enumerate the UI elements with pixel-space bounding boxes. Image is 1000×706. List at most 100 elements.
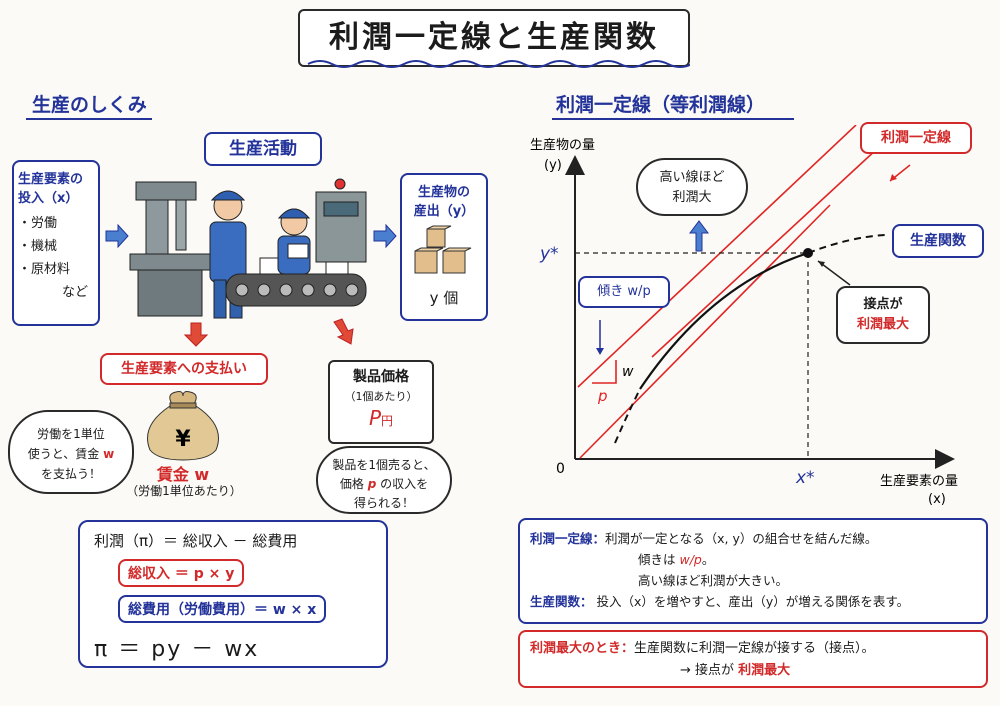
right-heading-underline xyxy=(552,118,794,120)
isoprofit-line-2 xyxy=(577,125,857,388)
production-curve-dashed xyxy=(614,388,641,444)
y-axis-label: 生産物の量 xyxy=(530,137,595,153)
isoprofit-label-text: 利潤一定線 xyxy=(881,130,951,146)
bubble-right: 製品を1個売ると、 価格 p の収入を 得られる！ xyxy=(316,446,452,514)
conclusion-term: 利潤最大のとき： xyxy=(530,641,635,656)
up-arrow-icon xyxy=(689,220,709,252)
bubble-right-line2-b: の収入を xyxy=(380,477,429,491)
conclusion-row2: → 接点が 利潤最大 xyxy=(530,660,976,682)
tangent-note-line1: 接点が xyxy=(863,297,903,312)
bubble-left-line2: 使うと、賃金 w xyxy=(18,444,124,464)
conclusion-result: 利潤最大 xyxy=(738,663,791,678)
def-isoprofit-row2: 傾きは w/p。 xyxy=(530,549,976,570)
formula-revenue: 総収入 ＝ p × y xyxy=(128,566,235,582)
boxes-icon xyxy=(414,225,472,274)
title-wave-underline xyxy=(307,60,690,68)
formula-revenue-box: 総収入 ＝ p × y xyxy=(118,559,245,587)
y-star-label: y* xyxy=(539,244,559,264)
tangent-pointer-head xyxy=(818,261,825,267)
conclusion-box: 利潤最大のとき：生産関数に利潤一定線が接する（接点）。 → 接点が 利潤最大 xyxy=(518,630,988,688)
inputs-title-1: 生産要素の xyxy=(18,172,84,187)
title-box: 利潤一定線と生産関数 xyxy=(298,9,690,67)
price-box: 製品価格 （1個あたり） P円 xyxy=(328,360,434,444)
bubble-left-line3: を支払う！ xyxy=(40,467,101,481)
production-label-text: 生産関数 xyxy=(910,233,966,249)
left-heading-underline xyxy=(26,118,152,120)
price-note: （1個あたり） xyxy=(344,390,418,403)
isoprofit-line-3 xyxy=(651,134,893,358)
bubble-left-line1: 労働を1単位 xyxy=(37,427,105,441)
higher-line-cloud: 高い線ほど 利潤大 xyxy=(636,158,748,216)
bubble-right-line2-a: 価格 xyxy=(339,477,364,491)
production-label: 生産関数 xyxy=(892,224,984,258)
conclusion-row1: 利潤最大のとき：生産関数に利潤一定線が接する（接点）。 xyxy=(530,638,976,660)
bubble-right-line2: 価格 p の収入を xyxy=(324,475,444,494)
def-isoprofit-desc2-val: w/p xyxy=(679,552,702,567)
money-bag-icon: ¥ xyxy=(147,391,219,461)
pointer-arrow-head xyxy=(890,174,897,181)
yen-symbol: ¥ xyxy=(175,427,191,452)
bubble-right-line3: 得られる！ xyxy=(353,496,414,510)
slope-triangle xyxy=(592,360,617,384)
input-item-material: ・原材料 xyxy=(18,262,71,277)
isoprofit-label: 利潤一定線 xyxy=(860,122,972,154)
arrow-down-icon xyxy=(184,322,208,347)
slope-label: 傾き w/p xyxy=(578,276,670,308)
inputs-title-2: 投入（x） xyxy=(18,191,79,206)
wage-label: 賃金 w xyxy=(156,465,210,484)
origin-label: 0 xyxy=(556,461,565,477)
def-isoprofit-desc2-pre: 傾きは xyxy=(638,552,676,567)
tangent-note-line2: 利潤最大 xyxy=(856,317,909,332)
bubble-left-var: w xyxy=(103,447,115,461)
cloud-line2: 利潤大 xyxy=(672,190,712,205)
left-heading: 生産のしくみ xyxy=(32,94,147,116)
bubble-right-var: p xyxy=(367,477,377,491)
arrow-right-icon xyxy=(373,224,397,248)
conclusion-desc: 生産関数に利潤一定線が接する（接点）。 xyxy=(634,641,875,656)
def-isoprofit-row: 利潤一定線：利潤が一定となる（x, y）の組合せを結んだ線。 xyxy=(530,528,976,549)
price-unit: 円 xyxy=(381,414,394,428)
bubble-left: 労働を1単位 使うと、賃金 w を支払う！ xyxy=(8,410,134,494)
definitions-box: 利潤一定線：利潤が一定となる（x, y）の組合せを結んだ線。 傾きは w/p。 … xyxy=(518,518,988,624)
production-curve-end xyxy=(807,234,886,254)
arrow-right-icon xyxy=(105,224,129,248)
input-item-machine: ・機械 xyxy=(18,239,58,254)
isoprofit-chart: 生産物の量 (y) 生産要素の量 (x) 0 y* x* w p xyxy=(530,125,958,507)
def-production-row: 生産関数： 投入（x）を増やすと、産出（y）が増える関係を表す。 xyxy=(530,591,976,612)
output-box: 生産物の 産出（y） y 個 xyxy=(400,173,488,321)
tangent-point xyxy=(803,248,813,258)
formula-final: π ＝ py － wx xyxy=(94,637,260,662)
arrow-down-right-icon xyxy=(333,318,354,345)
slope-w-label: w xyxy=(622,364,634,380)
bubble-left-line2-text: 使うと、賃金 xyxy=(27,447,100,461)
activity-label-text: 生産活動 xyxy=(229,139,297,159)
input-item-labor: ・労働 xyxy=(18,216,58,231)
activity-label: 生産活動 xyxy=(204,132,322,166)
slope-pointer-head xyxy=(596,348,604,355)
wage-note: （労働1単位あたり） xyxy=(126,484,242,498)
price-value: P円 xyxy=(330,406,432,430)
slope-label-text: 傾き w/p xyxy=(597,284,651,299)
conclusion-arrow: → 接点が xyxy=(680,663,735,678)
price-var: P xyxy=(368,406,382,430)
def-production-desc: 投入（x）を増やすと、産出（y）が増える関係を表す。 xyxy=(596,594,910,609)
output-title-2: 産出（y） xyxy=(413,204,475,219)
def-production-term: 生産関数： xyxy=(530,594,593,609)
x-star-label: x* xyxy=(795,468,815,488)
payment-label-text: 生産要素への支払い xyxy=(121,361,247,377)
bubble-right-line1: 製品を1個売ると、 xyxy=(332,458,436,472)
slope-p-label: p xyxy=(597,387,608,405)
factory-illustration xyxy=(129,178,367,319)
formula-cost-box: 総費用（労働費用）＝ w × x xyxy=(118,595,327,623)
output-title-1: 生産物の xyxy=(417,185,470,200)
def-isoprofit-desc2-post: 。 xyxy=(701,552,715,567)
right-heading: 利潤一定線（等利潤線） xyxy=(556,94,766,116)
output-count: y 個 xyxy=(429,289,459,307)
payment-label: 生産要素への支払い xyxy=(100,353,268,385)
tangent-note: 接点が 利潤最大 xyxy=(836,286,930,344)
x-axis-var: (x) xyxy=(928,492,946,507)
y-axis-var: (y) xyxy=(544,158,562,173)
def-isoprofit-desc1: 利潤が一定となる（x, y）の組合せを結んだ線。 xyxy=(605,531,878,546)
inputs-box: 生産要素の 投入（x） ・労働 ・機械 ・原材料 など xyxy=(12,160,100,326)
cloud-line1: 高い線ほど xyxy=(659,170,725,185)
